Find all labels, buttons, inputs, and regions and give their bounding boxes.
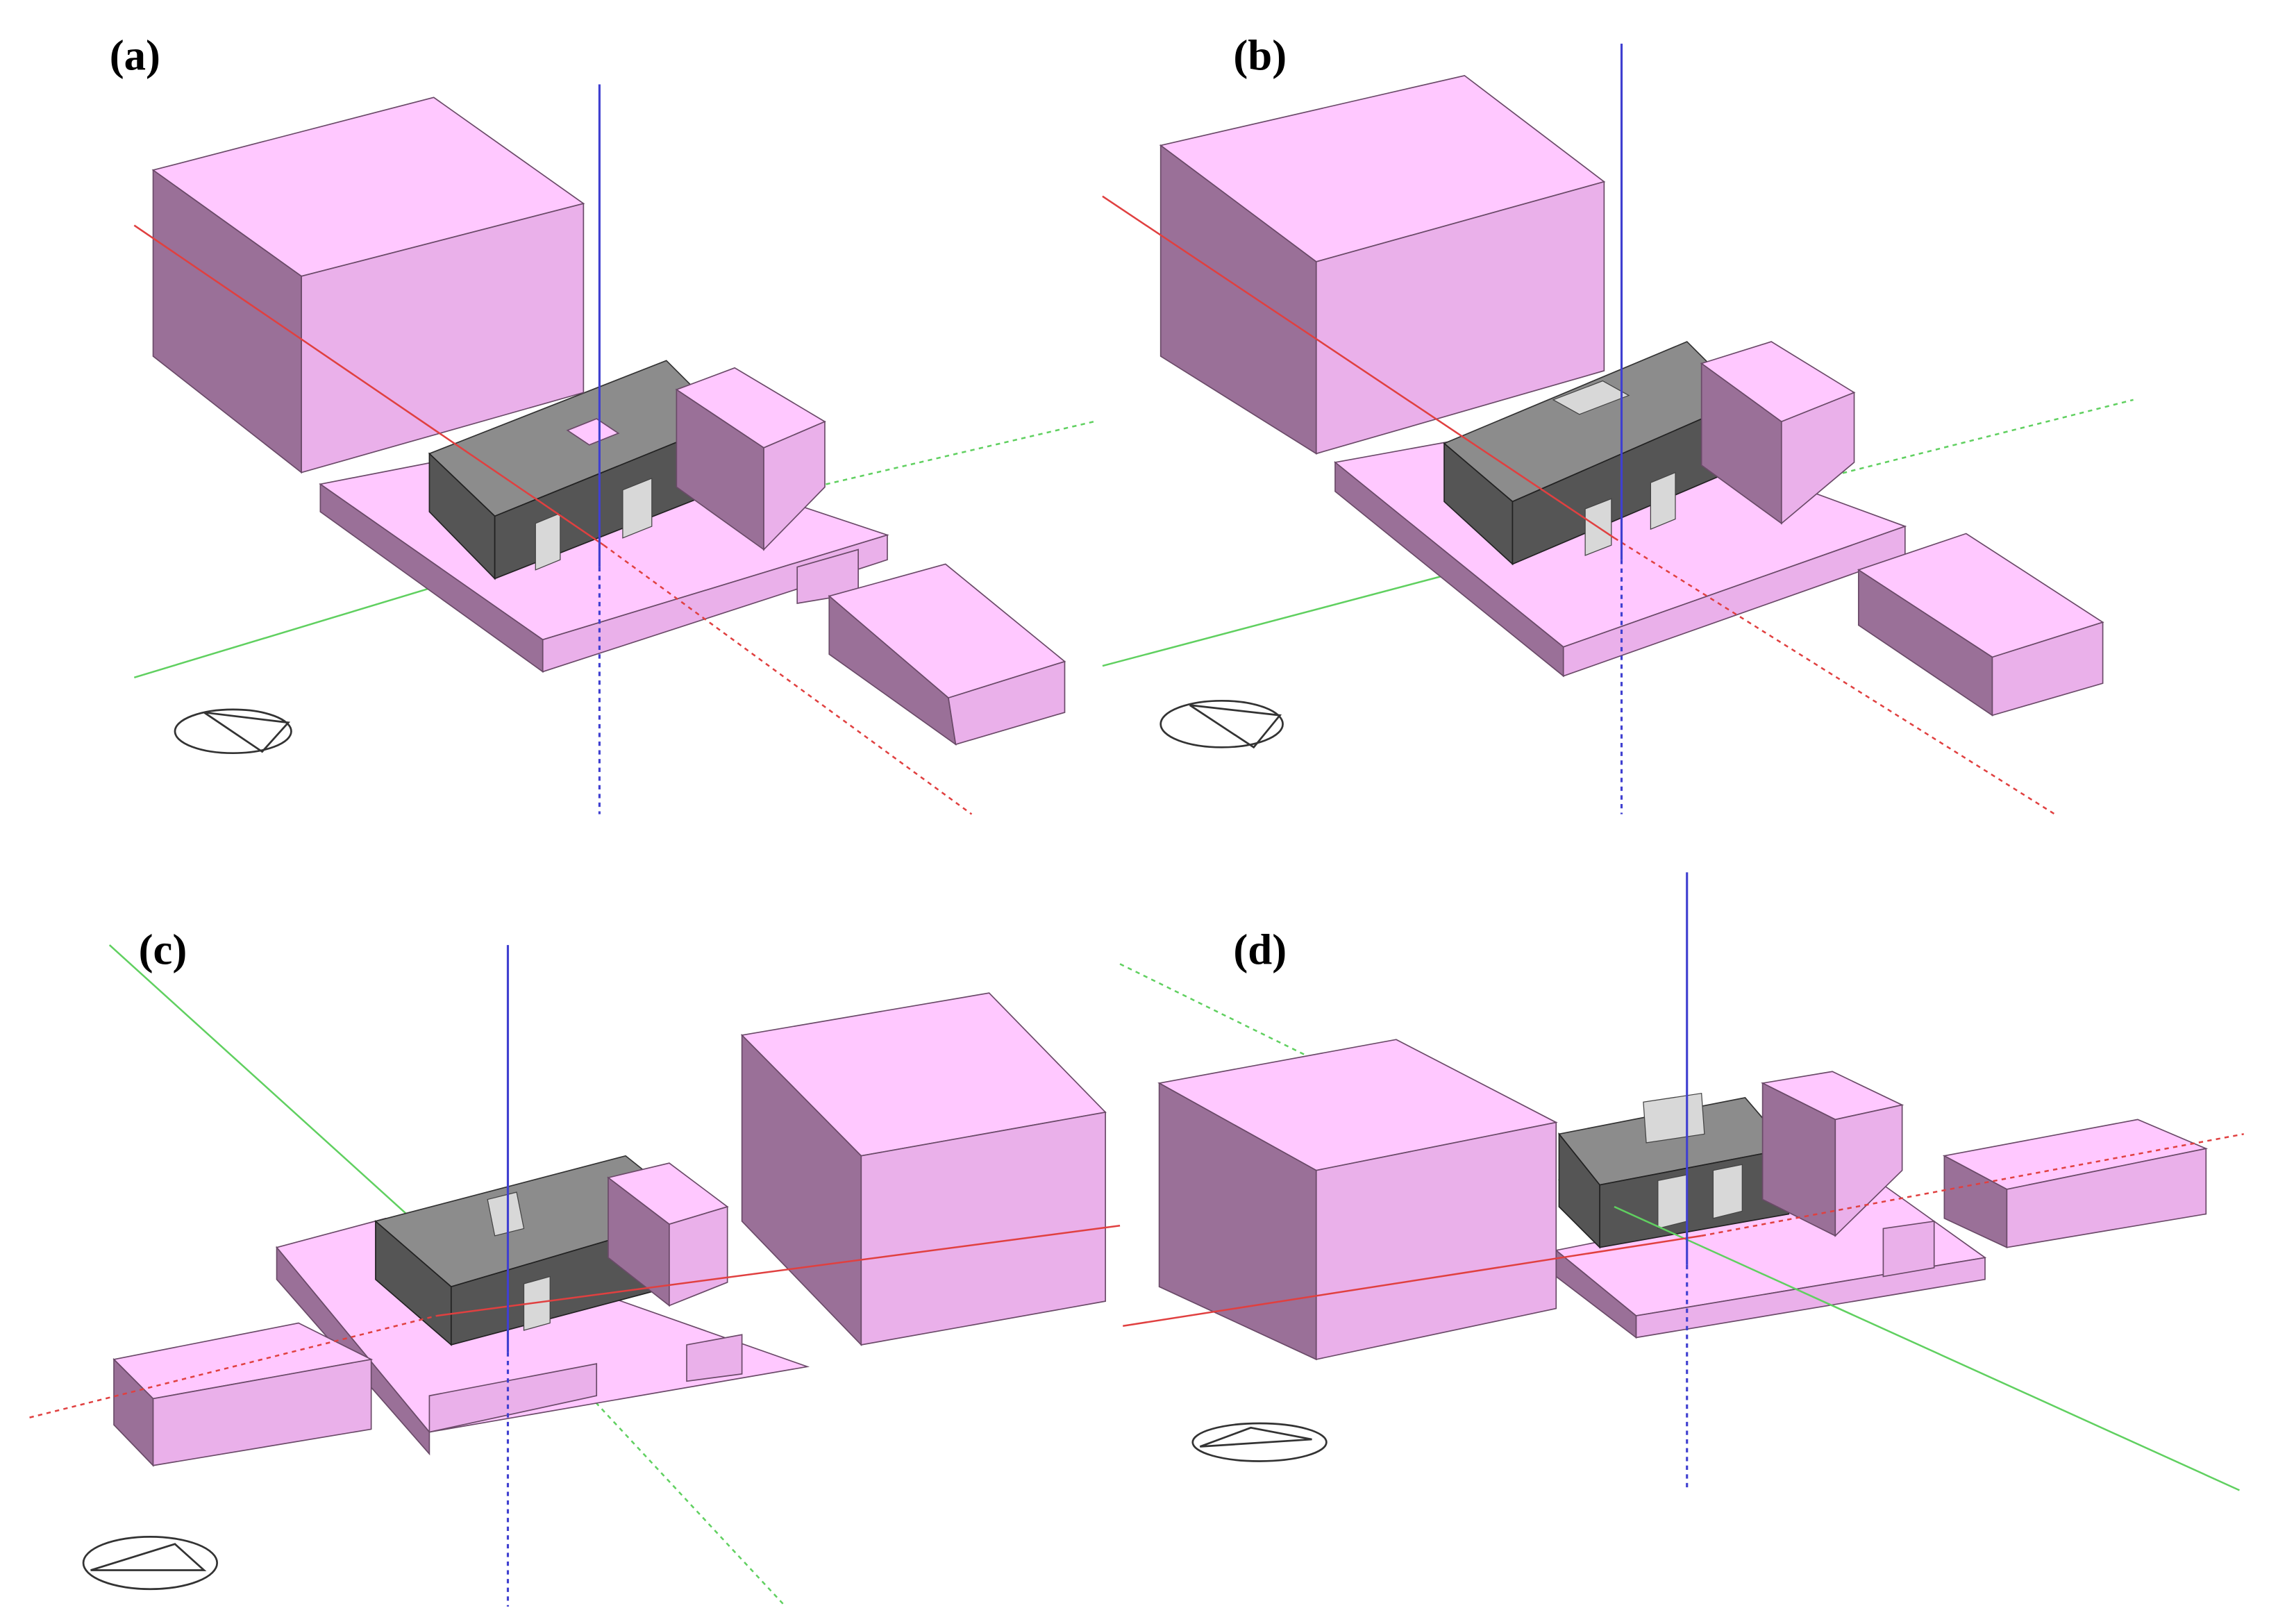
panel-label: (b) [1233,31,1287,80]
y-axis-dotted [596,421,1094,539]
x-axis-line [436,1224,1121,1317]
skylight [1552,380,1630,415]
x-axis-line [133,224,605,546]
panel-c: (c) [29,925,1121,1607]
compass-icon [82,1535,219,1591]
window [1657,1174,1688,1230]
low-block-front [1991,621,2104,717]
annex-front [763,420,826,551]
x-axis-dotted [29,1314,437,1418]
window [535,512,561,571]
window [1712,1164,1743,1219]
skylight [566,418,620,446]
rooftop-unit [1643,1092,1705,1144]
low-block-front [948,660,1066,746]
tall-block-front [1315,181,1605,455]
panel-d: (d) [1119,872,2244,1491]
compass-icon [174,708,292,755]
annex-front [1834,1104,1903,1237]
window [1650,471,1676,530]
plate-wall [1882,1220,1935,1278]
panel-b: (b) [1102,31,2134,815]
panel-a: (a) [110,31,1094,815]
compass-icon [1191,1422,1328,1462]
tall-block-front [860,1111,1106,1346]
panel-label: (c) [139,925,187,973]
panel-label: (d) [1233,925,1287,973]
y-axis-line [1614,1205,2240,1491]
tall-block-front [301,203,585,474]
low-block-front [152,1358,372,1466]
low-block-front [2006,1148,2207,1248]
x-axis-line [1123,1234,1702,1327]
x-axis-line [1102,195,1615,539]
annex-front [669,1205,728,1307]
window [622,477,653,539]
panel-label: (a) [110,31,160,80]
x-axis-dotted [603,544,973,815]
annex-front [1780,392,1855,525]
compass-icon [1159,699,1284,749]
plate-wall [686,1334,743,1382]
plate-wall [428,1363,598,1433]
